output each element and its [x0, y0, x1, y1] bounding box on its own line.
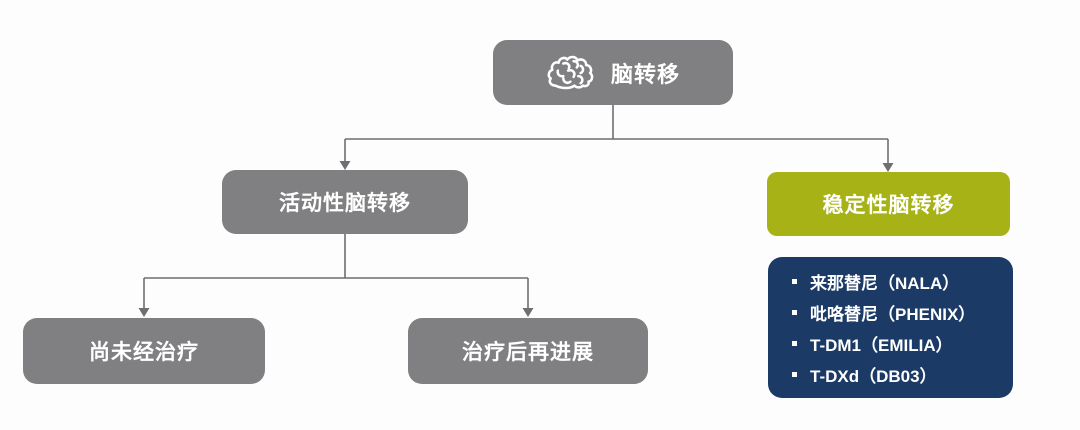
stable-trials-panel: 来那替尼（NALA） 吡咯替尼（PHENIX） T-DM1（EMILIA） T-… [768, 257, 1013, 398]
node-label-brain-metastasis: 脑转移 [610, 61, 680, 87]
arrowhead-to-active [339, 161, 351, 170]
trial-label: 吡咯替尼（PHENIX） [810, 304, 976, 324]
square-bullet-icon [792, 371, 797, 377]
arrowhead-to-untreated [138, 308, 150, 317]
trial-label: T-DXd（DB03） [810, 366, 937, 386]
node-label-active: 活动性脑转移 [279, 192, 411, 215]
node-brain-metastasis: 脑转移 [493, 40, 733, 105]
trial-list-item: 吡咯替尼（PHENIX） [792, 297, 1003, 328]
node-untreated: 尚未经治疗 [23, 318, 265, 384]
node-label-stable: 稳定性脑转移 [822, 194, 955, 217]
node-label-progressed: 治疗后再进展 [462, 341, 594, 364]
connector-active-to-level3 [143, 234, 529, 308]
trial-list-item: 来那替尼（NALA） [792, 266, 1003, 297]
arrowhead-to-progressed [522, 308, 534, 317]
square-bullet-icon [792, 278, 797, 284]
node-progressed-after-treatment: 治疗后再进展 [408, 318, 648, 384]
node-active-brain-metastasis: 活动性脑转移 [222, 170, 468, 234]
node-stable-brain-metastasis: 稳定性脑转移 [767, 172, 1010, 236]
trial-label: T-DM1（EMILIA） [810, 335, 953, 355]
trial-list-item: T-DM1（EMILIA） [792, 328, 1003, 359]
arrowhead-to-stable [882, 163, 894, 172]
brain-icon [547, 55, 594, 89]
trial-label: 来那替尼（NALA） [810, 273, 960, 293]
square-bullet-icon [792, 340, 797, 346]
connector-root-to-level2 [344, 105, 889, 163]
trial-list-item: T-DXd（DB03） [792, 359, 1003, 390]
square-bullet-icon [792, 309, 797, 315]
node-label-untreated: 尚未经治疗 [89, 341, 199, 364]
